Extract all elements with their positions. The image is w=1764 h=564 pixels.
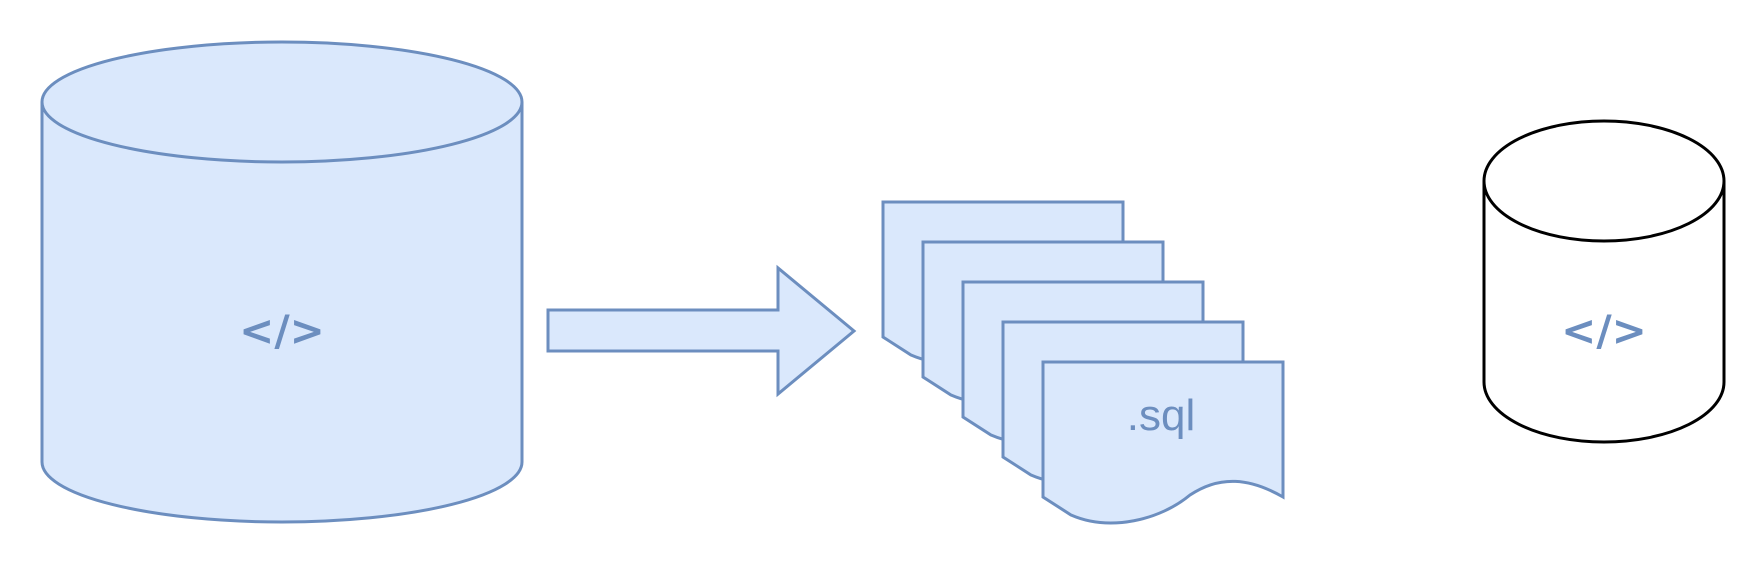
- target-database-body: [1482, 181, 1726, 444]
- source-database-code-label: </>: [239, 306, 325, 355]
- source-database-top: [40, 40, 524, 164]
- sql-file-5: [1041, 360, 1285, 525]
- target-database-top: [1482, 119, 1726, 243]
- sql-file-stack: .sql: [881, 200, 1285, 525]
- target-database-code-label: </>: [1561, 306, 1647, 355]
- source-database-body: [40, 102, 524, 524]
- sql-file-extension-label: .sql: [1127, 391, 1195, 440]
- export-arrow: [546, 264, 857, 398]
- target-database: </>: [1482, 119, 1726, 444]
- source-database: </>: [40, 40, 524, 524]
